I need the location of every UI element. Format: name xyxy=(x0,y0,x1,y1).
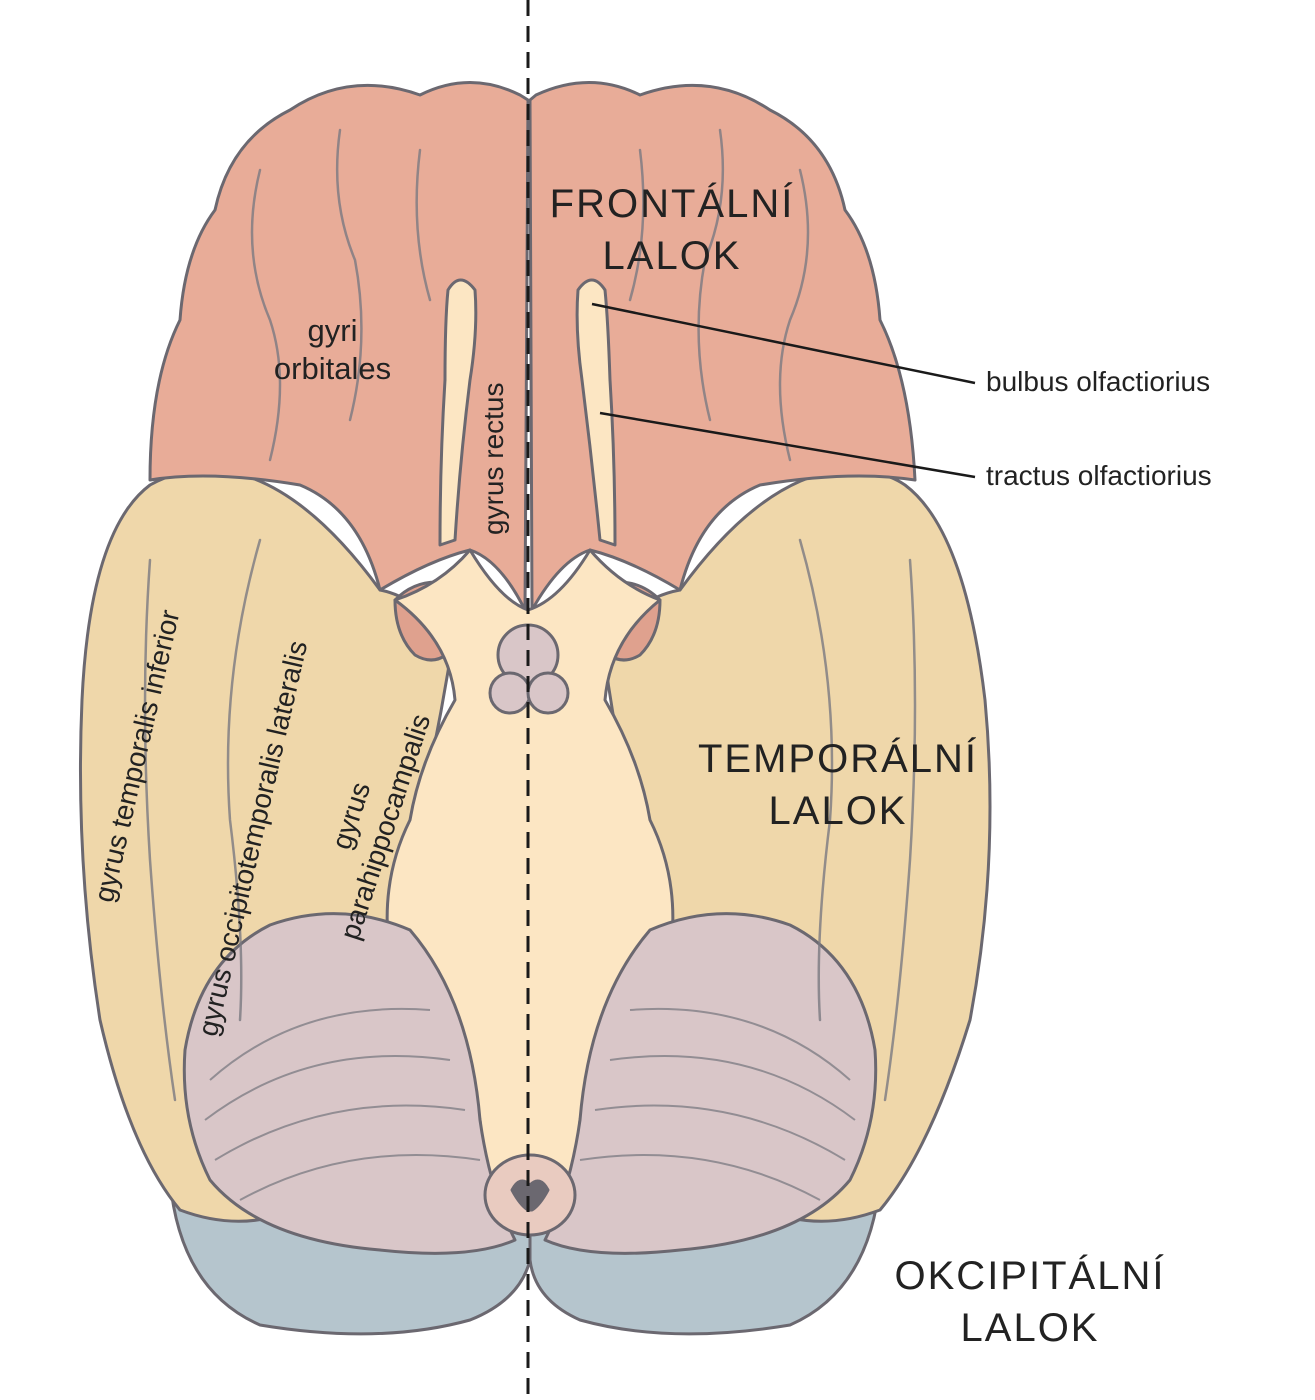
temporal-lobe-label: TEMPORÁLNÍ LALOK xyxy=(688,733,988,837)
bulbus-leader xyxy=(591,302,976,385)
olfactory-tract-right xyxy=(575,278,617,547)
cerebellum-right xyxy=(543,912,878,1255)
central-canal xyxy=(510,1179,550,1212)
tractus-olfactorius-label: tractus olfactiorius xyxy=(986,460,1212,491)
mammillary-left xyxy=(488,671,532,715)
gyri-orbitales-label: gyri orbitales xyxy=(245,312,420,388)
occipital-line2: LALOK xyxy=(960,1306,1100,1350)
temporal-line2: LALOK xyxy=(768,789,908,833)
frontal-lobe-label: FRONTÁLNÍ LALOK xyxy=(537,178,807,282)
frontal-line1: FRONTÁLNÍ xyxy=(549,182,795,226)
frontal-lobe-right xyxy=(528,81,917,612)
orbitales-line1: gyri xyxy=(307,313,358,348)
cerebellum-left xyxy=(182,912,517,1255)
occipital-line1: OKCIPITÁLNÍ xyxy=(894,1254,1166,1298)
olfactory-tract-left xyxy=(438,278,478,547)
gyrus-rectus-label: gyrus rectus xyxy=(478,382,509,536)
temporal-line1: TEMPORÁLNÍ xyxy=(697,737,979,781)
occipital-lobe-label: OKCIPITÁLNÍ LALOK xyxy=(880,1250,1180,1354)
mammillary-right xyxy=(526,671,570,715)
frontal-lobe-left xyxy=(148,81,530,612)
frontal-line2: LALOK xyxy=(602,234,742,278)
orbitales-line2: orbitales xyxy=(273,351,392,386)
bulbus-olfactorius-label: bulbus olfactiorius xyxy=(986,366,1211,397)
tractus-leader xyxy=(599,411,976,479)
